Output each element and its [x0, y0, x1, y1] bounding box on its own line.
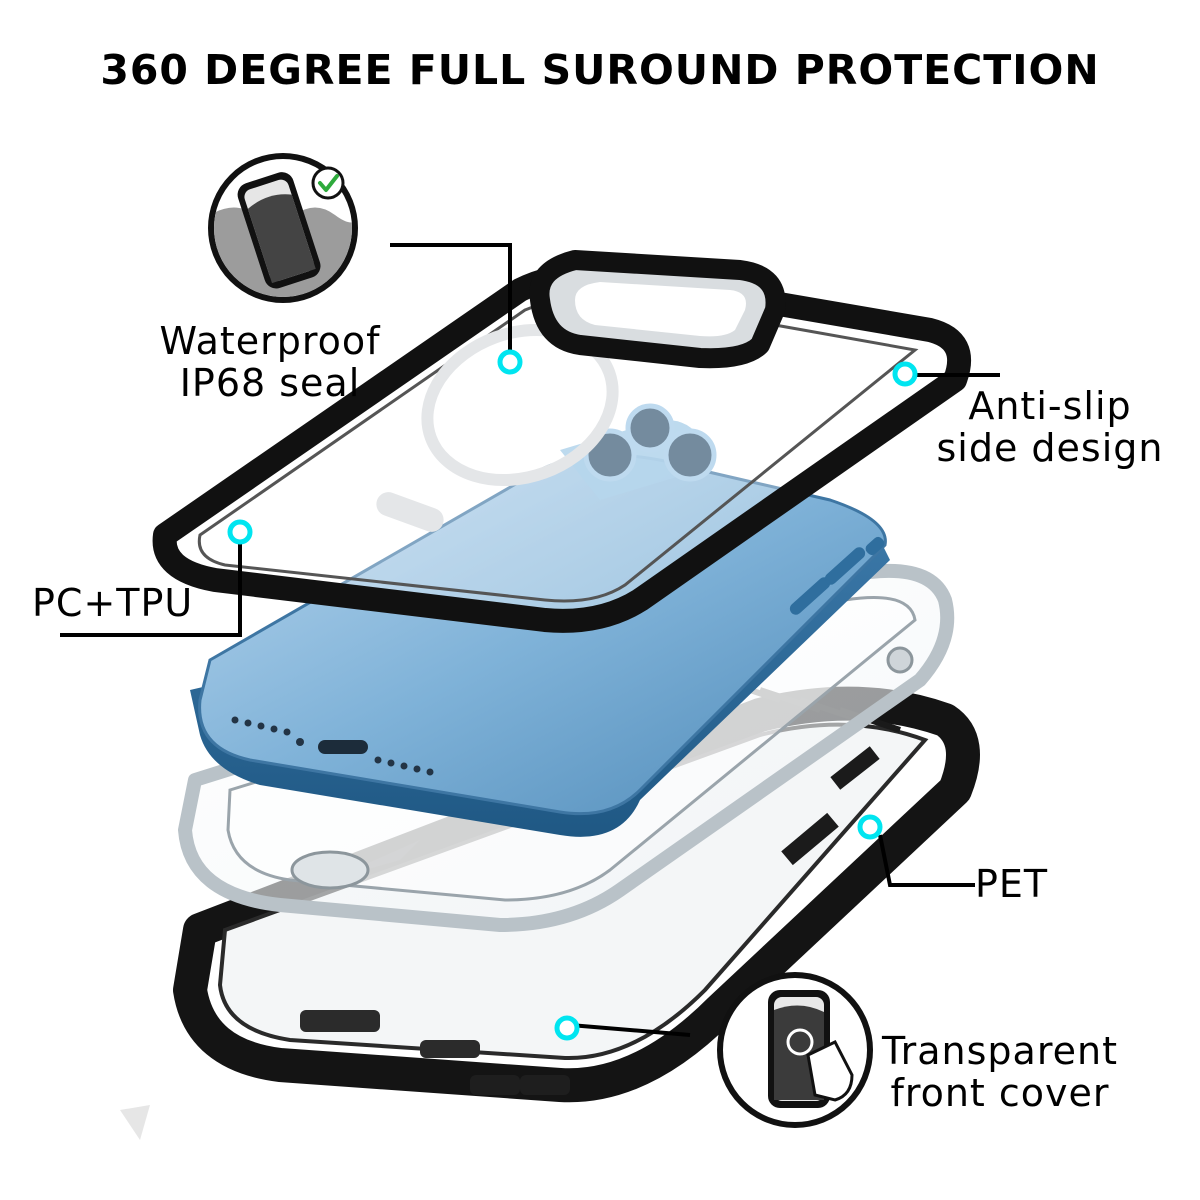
callout-markers [227, 349, 918, 1041]
marker-pet [857, 814, 883, 840]
front-cover-label: Transparent front cover [870, 1030, 1130, 1114]
marker-front-cover [554, 1015, 580, 1041]
shadow-shape [120, 1105, 150, 1140]
waterproof-label: Waterproof IP68 seal [150, 320, 390, 404]
anti-slip-label-line2: side design [936, 426, 1164, 470]
back-cover [152, 250, 971, 633]
marker-waterproof [497, 349, 523, 375]
pc-tpu-label: PC+TPU [32, 582, 232, 624]
callout-lines [60, 243, 1000, 1037]
front-cover-label-line2: front cover [890, 1071, 1110, 1115]
page-title: 360 DEGREE FULL SUROUND PROTECTION [100, 46, 1100, 94]
pc-tpu-label-line1: PC+TPU [32, 581, 194, 625]
anti-slip-label-line1: Anti-slip [968, 384, 1132, 428]
front-cover-label-line1: Transparent [882, 1029, 1118, 1073]
touch-screen-icon [717, 972, 873, 1128]
waterproof-label-line1: Waterproof [159, 319, 381, 363]
marker-pc-tpu [227, 519, 253, 545]
waterproof-label-line2: IP68 seal [179, 361, 361, 405]
anti-slip-label: Anti-slip side design [925, 385, 1175, 469]
waterproof-icon [208, 153, 358, 303]
pet-label: PET [975, 863, 1095, 905]
marker-anti-slip [892, 361, 918, 387]
pet-label-line1: PET [975, 862, 1049, 906]
